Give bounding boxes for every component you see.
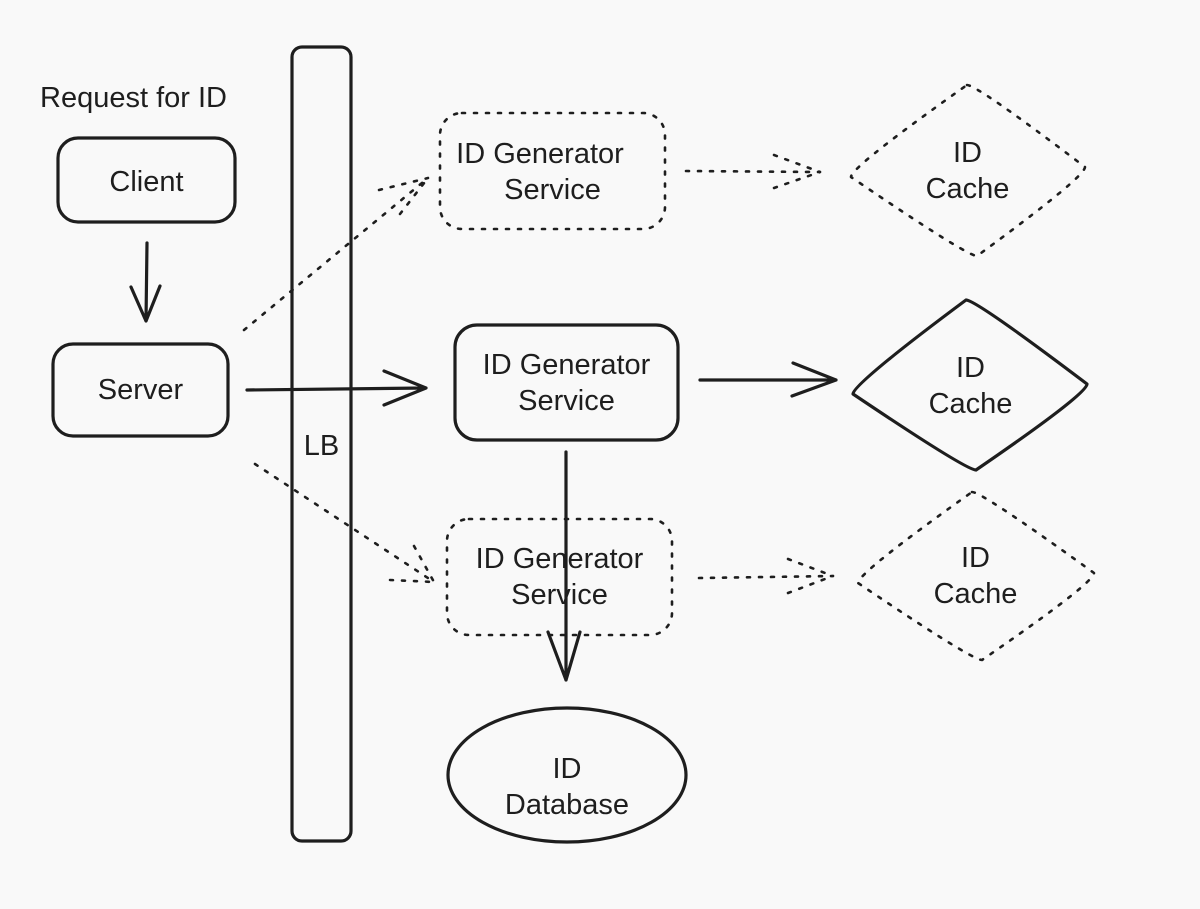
arrow-server-to-generator-top <box>242 176 430 332</box>
generator-bottom-box <box>445 517 674 637</box>
arrow-generator-bottom-to-cache-bottom <box>697 557 835 595</box>
cache-mid-label: ID Cache <box>928 352 1013 420</box>
generator-bottom-label: ID Generator Service <box>475 543 644 611</box>
cache-mid-diamond <box>851 298 1089 472</box>
arrow-generator-mid-to-cache-mid <box>698 361 838 398</box>
generator-mid-box <box>453 323 680 442</box>
client-label: Client <box>109 166 184 198</box>
client-box <box>56 136 237 224</box>
cache-top-label: ID Cache <box>925 137 1010 205</box>
generator-top-label: ID Generator Service <box>456 138 624 206</box>
cache-bottom-diamond <box>856 490 1096 662</box>
cache-bottom-label: ID Cache <box>933 542 1018 610</box>
arrow-server-to-generator-bottom <box>253 462 436 584</box>
generator-mid-label: ID Generator Service <box>482 349 651 417</box>
cache-top-diamond <box>849 83 1087 258</box>
arrow-server-to-generator-mid <box>245 369 428 407</box>
arrow-generator-top-to-cache-top <box>684 153 822 190</box>
load-balancer-label: LB <box>303 430 340 462</box>
server-box <box>51 342 230 438</box>
database-label: ID Database <box>504 753 630 821</box>
generator-top-box <box>438 111 667 231</box>
arrow-generator-to-database <box>546 450 582 682</box>
server-label: Server <box>97 374 184 406</box>
diagram-title: Request for ID <box>40 82 227 114</box>
arrow-client-to-server <box>129 241 162 323</box>
database-ellipse <box>446 706 688 844</box>
load-balancer-bar <box>290 45 353 843</box>
